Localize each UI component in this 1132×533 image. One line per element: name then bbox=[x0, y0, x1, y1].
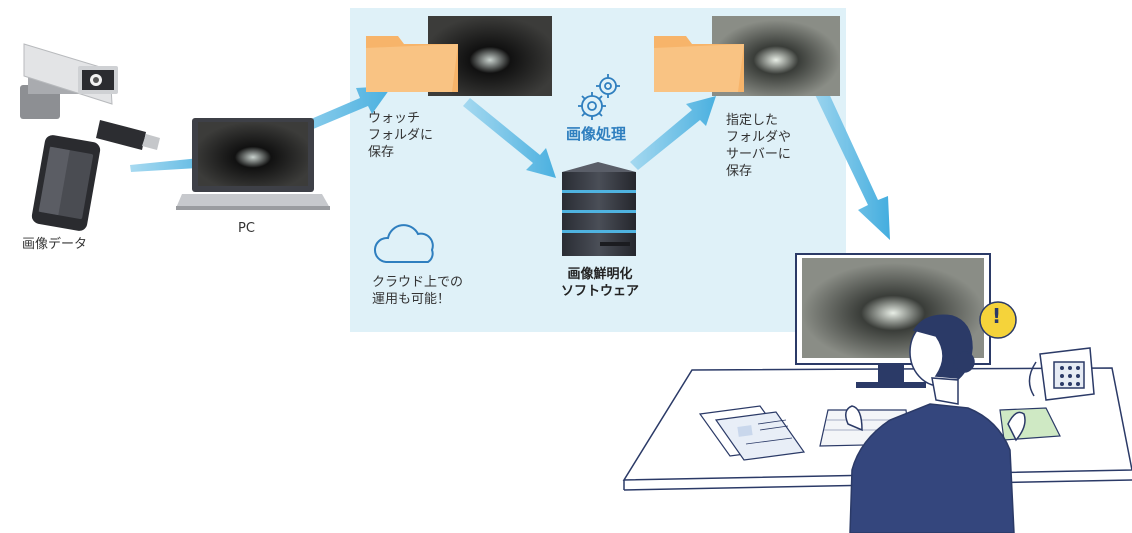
arrow-folder-to-server bbox=[463, 98, 556, 178]
flow-arrows bbox=[130, 74, 890, 240]
security-camera-icon bbox=[20, 43, 118, 119]
gear-icon bbox=[578, 74, 620, 120]
server-icon bbox=[562, 162, 636, 256]
label-dest-folder-line-2: フォルダや bbox=[726, 130, 792, 145]
label-cloud-line-1: クラウド上での bbox=[372, 275, 464, 290]
telephone-icon bbox=[1028, 347, 1095, 401]
usb-drive-icon bbox=[96, 120, 160, 150]
label-dest-folder-line-1: 指定した bbox=[726, 113, 779, 128]
label-watch-folder-line-3: 保存 bbox=[368, 145, 395, 160]
cloud-icon bbox=[374, 224, 434, 263]
laptop-icon bbox=[176, 118, 330, 210]
label-watch-folder-line-2: フォルダに bbox=[368, 128, 434, 143]
label-software-line-2: ソフトウェア bbox=[560, 284, 639, 299]
label-dest-folder: 指定した フォルダや サーバーに 保存 bbox=[726, 112, 791, 180]
label-dest-folder-line-4: 保存 bbox=[726, 164, 753, 179]
label-dest-folder-line-3: サーバーに bbox=[726, 147, 791, 162]
label-image-processing: 画像処理 bbox=[566, 125, 627, 143]
alert-icon bbox=[979, 301, 1017, 339]
operator-icon bbox=[845, 314, 1026, 533]
label-watch-folder-line-1: ウォッチ bbox=[368, 111, 421, 126]
label-software-line-1: 画像鮮明化 bbox=[567, 267, 633, 282]
smartphone-icon bbox=[31, 135, 101, 231]
label-cloud: クラウド上での 運用も可能！ bbox=[372, 274, 463, 308]
label-image-data: 画像データ bbox=[22, 237, 88, 252]
arrow-folder-to-monitor bbox=[808, 74, 890, 240]
arrow-server-to-folder bbox=[630, 96, 716, 170]
folder-icon bbox=[366, 16, 552, 96]
alert-mark: ! bbox=[992, 304, 1002, 328]
label-cloud-line-2: 運用も可能！ bbox=[372, 292, 451, 307]
folder-icon bbox=[654, 16, 840, 96]
label-software: 画像鮮明化 ソフトウェア bbox=[548, 266, 652, 300]
label-pc: PC bbox=[238, 221, 255, 236]
documents bbox=[698, 405, 806, 461]
label-watch-folder: ウォッチ フォルダに 保存 bbox=[368, 110, 433, 161]
